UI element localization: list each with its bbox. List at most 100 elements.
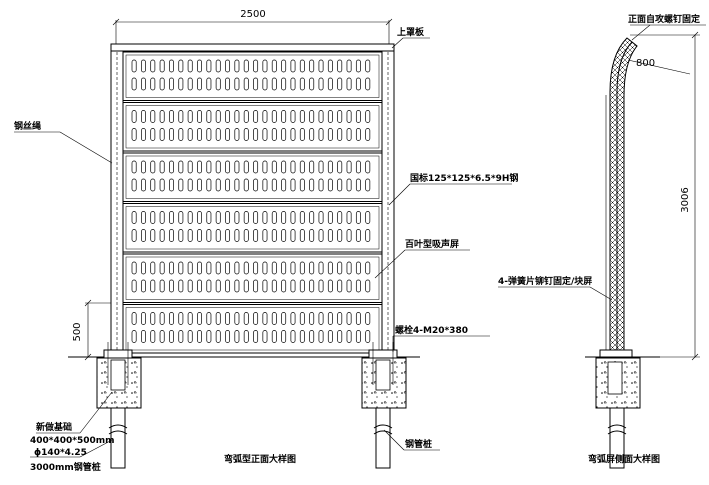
louver-slot [290, 77, 296, 91]
louver-slot [206, 261, 212, 275]
louver-slot [159, 160, 165, 174]
louver-slot [309, 128, 315, 141]
louver-slot [234, 211, 240, 224]
louver-slot [299, 261, 305, 275]
louver-slot [243, 160, 249, 174]
panel-frame [125, 105, 380, 149]
side-arc-dimension: 800 [627, 58, 691, 75]
louver-slot [131, 178, 137, 192]
louver-panel [122, 51, 383, 101]
louver-slot [178, 279, 184, 293]
louver-slot [318, 312, 324, 325]
svg-text:ϕ140*4.25: ϕ140*4.25 [34, 448, 87, 458]
side-view-title: 弯弧屏侧面大样图 [588, 453, 660, 465]
louver-slot [327, 229, 333, 242]
louver-slot [215, 261, 221, 275]
louver-slot [262, 279, 268, 293]
louver-slot [337, 110, 343, 123]
louver-slot [299, 211, 305, 224]
louver-slot [262, 261, 268, 275]
panel-frame [125, 256, 380, 300]
louver-slot [281, 229, 287, 242]
louver-slot [150, 330, 156, 343]
louver-slot [197, 77, 202, 91]
label-h-steel: 国标125*125*6.5*9H钢 [388, 172, 518, 206]
svg-text:新做基础: 新做基础 [36, 421, 72, 433]
louver-slot [234, 128, 240, 141]
louver-slot [140, 59, 146, 73]
louver-slot [178, 77, 184, 91]
louver-slot [281, 211, 287, 224]
right-foundation [361, 342, 407, 469]
louver-slot [355, 59, 361, 73]
louver-panel [122, 253, 383, 303]
louver-slot [215, 211, 221, 224]
louver-slot [262, 211, 268, 224]
height-dim-500-text: 500 [72, 322, 83, 341]
louver-slot [346, 160, 352, 174]
louver-slot [206, 59, 212, 73]
svg-text:400*400*500mm: 400*400*500mm [30, 436, 115, 446]
louver-slot [355, 178, 361, 192]
louver-slot [225, 110, 231, 123]
louver-slot [337, 160, 343, 174]
louver-slot [271, 312, 277, 325]
louver-slot [271, 229, 277, 242]
louver-slot [318, 160, 324, 174]
louver-slot [140, 211, 146, 224]
louver-slot [337, 128, 343, 141]
louver-slot [215, 110, 221, 123]
louver-slot [253, 229, 259, 242]
louver-slot [327, 330, 333, 343]
louver-slot [253, 160, 259, 174]
louver-slot [215, 59, 221, 73]
label-anchor-bolt: 螺栓4-M20*380 [392, 324, 490, 352]
louver-slot [262, 59, 268, 73]
louver-slot [281, 178, 287, 192]
louver-slot [309, 261, 315, 275]
louver-slot [234, 178, 240, 192]
louver-slot [131, 330, 137, 343]
louver-slot [327, 160, 333, 174]
louver-slot [327, 77, 333, 91]
louver-slot [169, 77, 174, 91]
louver-slot [206, 312, 212, 325]
louver-slot [318, 279, 324, 293]
louver-slot [281, 279, 287, 293]
louver-slot [271, 110, 277, 123]
svg-text:百叶型吸声屏: 百叶型吸声屏 [405, 238, 459, 250]
louver-slot [309, 110, 315, 123]
louver-slot [365, 330, 371, 343]
louver-slot [365, 211, 371, 224]
louver-slot [187, 59, 193, 73]
louver-slot [178, 312, 184, 325]
louver-slot [253, 77, 259, 91]
louver-slot [243, 128, 249, 141]
svg-text:4-弹簧片铆钉固定/块屏: 4-弹簧片铆钉固定/块屏 [498, 275, 592, 287]
louver-slot [337, 312, 343, 325]
louver-slot [309, 211, 315, 224]
louver-slot [281, 312, 287, 325]
louver-slot [159, 211, 165, 224]
louver-slot [178, 59, 184, 73]
louver-slot [243, 211, 249, 224]
louver-slot [271, 160, 277, 174]
louver-slot [365, 160, 371, 174]
louver-slot [355, 330, 361, 343]
label-top-cover: 上罩板 [391, 26, 430, 49]
louver-slot [365, 110, 371, 123]
louver-slot [271, 261, 277, 275]
svg-text:正面自攻螺钉固定: 正面自攻螺钉固定 [628, 13, 701, 25]
louver-slot [169, 211, 174, 224]
louver-slot [271, 178, 277, 192]
louver-slot [131, 59, 137, 73]
louver-slot [262, 312, 268, 325]
louver-slot [150, 77, 156, 91]
label-spring-rivet: 4-弹簧片铆钉固定/块屏 [498, 275, 613, 301]
louver-slot [150, 261, 156, 275]
louver-slot [355, 77, 361, 91]
louver-slot [281, 160, 287, 174]
louver-slot [234, 330, 240, 343]
louver-slot [309, 229, 315, 242]
louver-slot [337, 229, 343, 242]
